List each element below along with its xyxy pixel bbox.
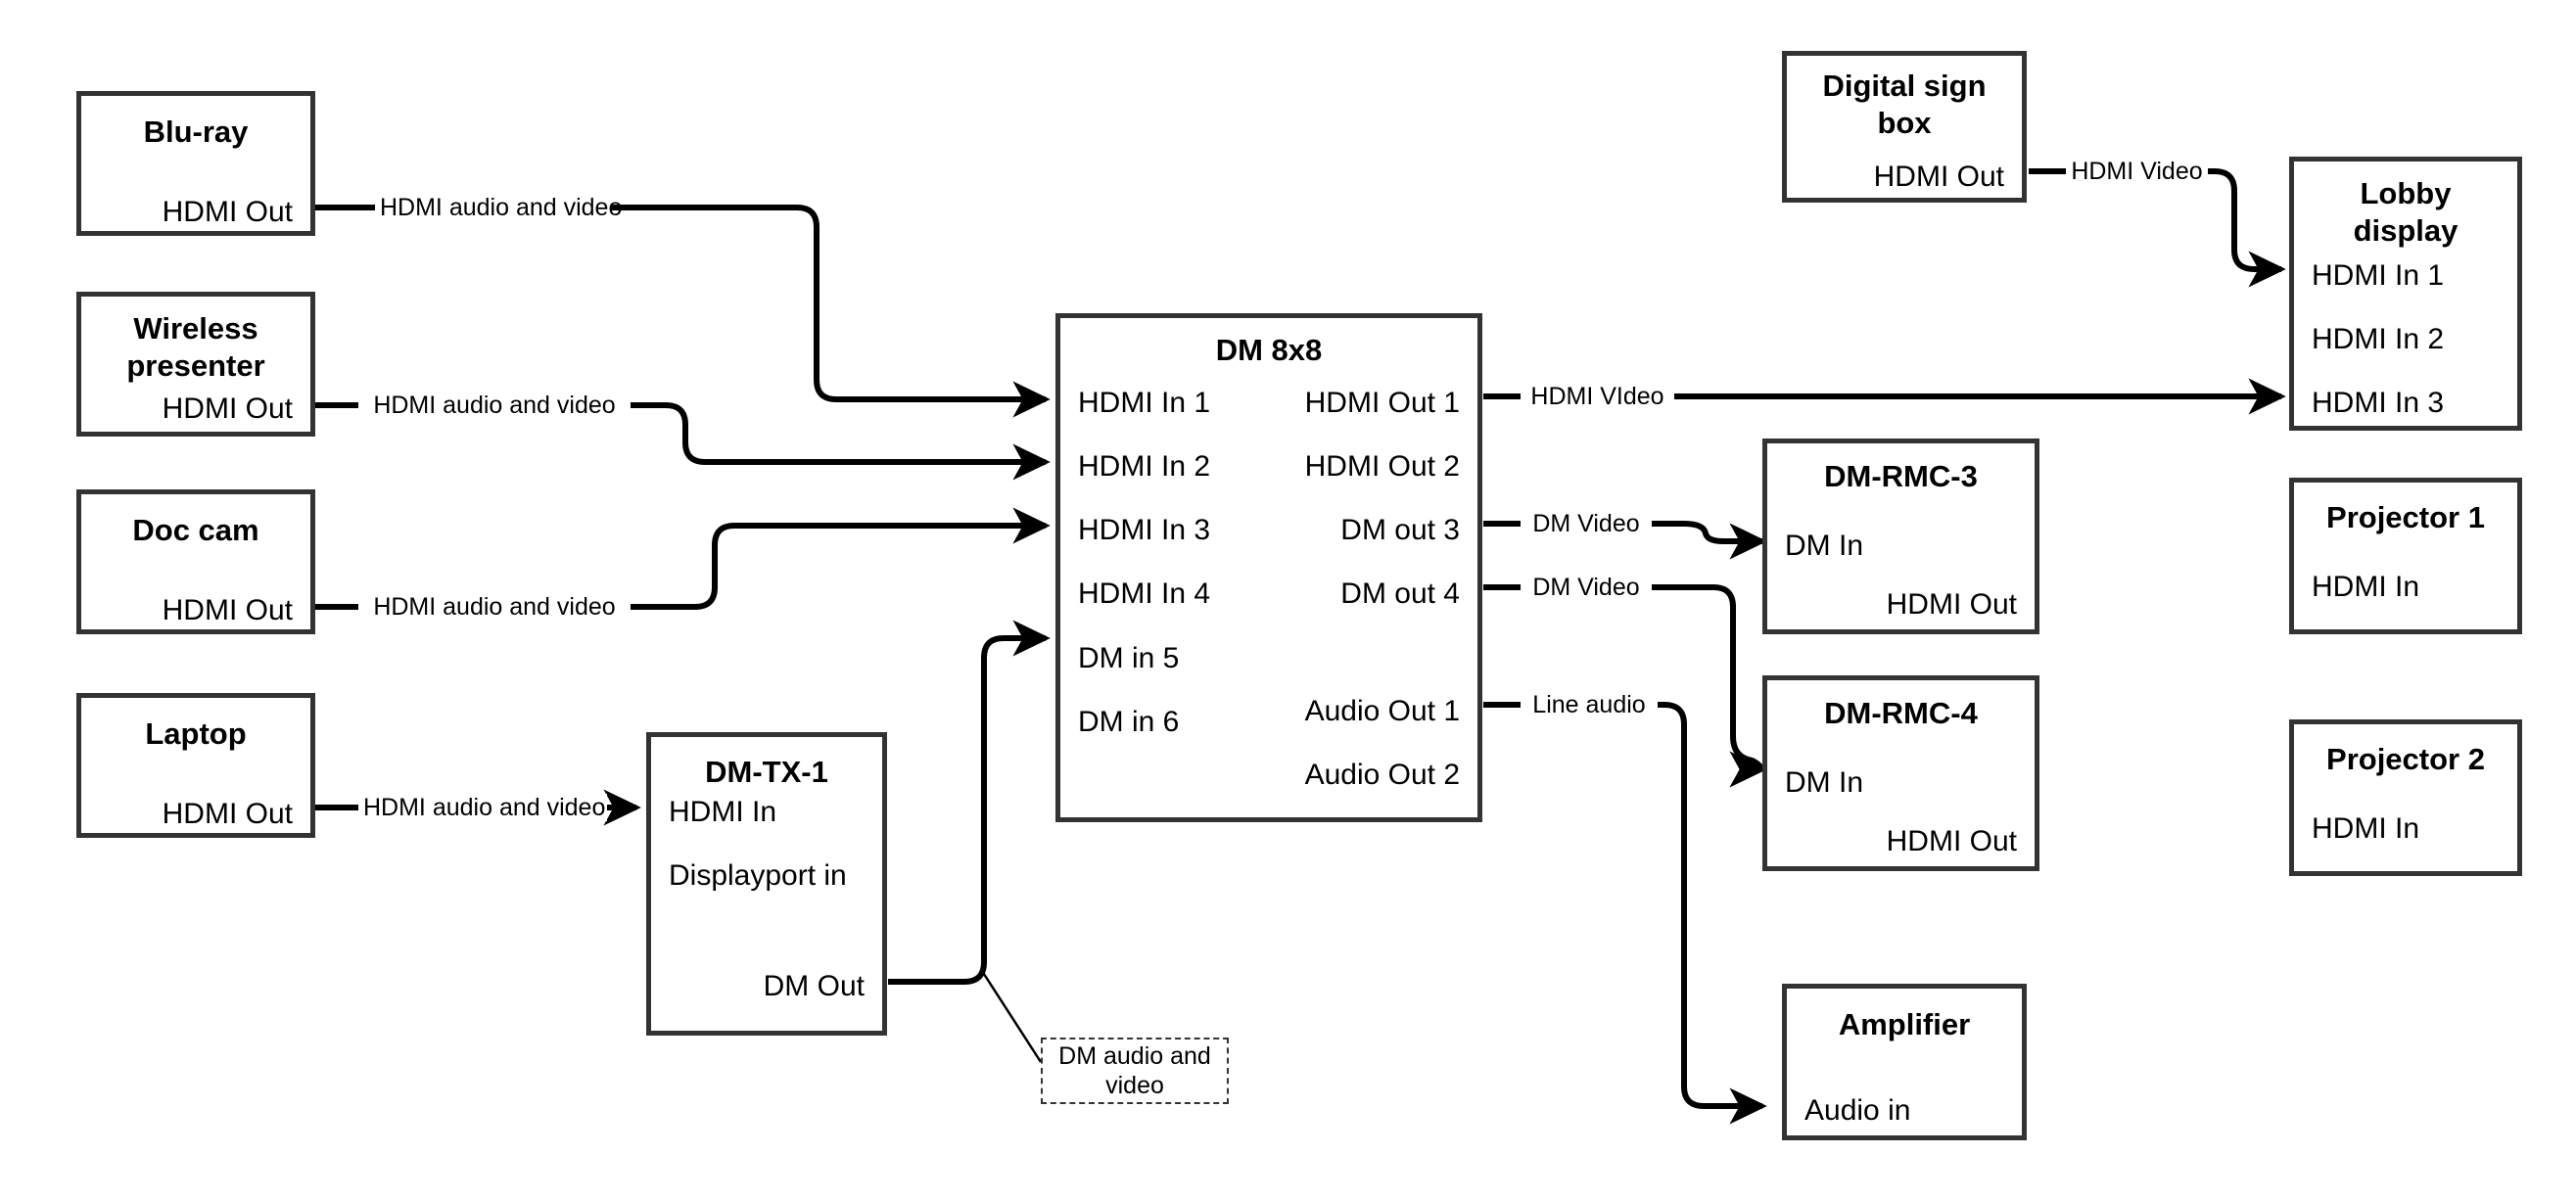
device-amplifier[interactable]: Amplifier Audio in xyxy=(1782,984,2027,1140)
device-laptop-port-hdmi-out[interactable]: HDMI Out xyxy=(162,798,293,830)
device-dm-tx-1-title: DM-TX-1 xyxy=(705,755,828,789)
device-digital-sign-box-title: Digital sign box xyxy=(1822,69,1987,140)
device-dm-tx-1-port-dm-out[interactable]: DM Out xyxy=(763,970,865,1002)
device-amplifier-port-audio-in[interactable]: Audio in xyxy=(1804,1094,1911,1127)
wire-dm-audio-to-amplifier xyxy=(1483,702,1762,1106)
device-projector-1[interactable]: Projector 1 HDMI In xyxy=(2289,478,2522,634)
label-wireless-to-dm: HDMI audio and video xyxy=(358,392,631,419)
device-dm-rmc-4-port-dm-in[interactable]: DM In xyxy=(1785,766,1864,799)
device-dm-tx-1-port-displayport-in[interactable]: Displayport in xyxy=(669,859,847,892)
device-lobby-display-input-hdmi-in-1[interactable]: HDMI In 1 xyxy=(2312,259,2445,292)
wire-bluray-to-dm-in1 xyxy=(315,205,1046,399)
device-lobby-display-input-hdmi-in-2[interactable]: HDMI In 2 xyxy=(2312,323,2445,355)
device-projector-2[interactable]: Projector 2 HDMI In xyxy=(2289,719,2522,876)
device-dm-rmc-3-title: DM-RMC-3 xyxy=(1824,459,1978,493)
device-dm-8x8-input-dm-in-5[interactable]: DM in 5 xyxy=(1078,642,1180,674)
device-dm-8x8-output-hdmi-out-2[interactable]: HDMI Out 2 xyxy=(1304,450,1460,483)
device-wireless-presenter[interactable]: Wireless presenter HDMI Out xyxy=(76,292,315,437)
wire-sign-to-lobby-in1 xyxy=(2029,168,2281,269)
device-dm-rmc-4-title: DM-RMC-4 xyxy=(1824,696,1978,730)
label-doccam-to-dm: HDMI audio and video xyxy=(358,593,631,621)
device-doc-cam-title: Doc cam xyxy=(132,513,259,547)
device-digital-sign-box[interactable]: Digital sign box HDMI Out xyxy=(1782,51,2027,203)
device-bluray-title: Blu-ray xyxy=(143,115,249,149)
device-dm-rmc-4-port-hdmi-out[interactable]: HDMI Out xyxy=(1886,825,2017,857)
device-doc-cam-port-hdmi-out[interactable]: HDMI Out xyxy=(162,594,293,626)
device-projector-1-title: Projector 1 xyxy=(2326,500,2485,534)
device-doc-cam[interactable]: Doc cam HDMI Out xyxy=(76,489,315,634)
device-digital-sign-box-port-hdmi-out[interactable]: HDMI Out xyxy=(1873,161,2004,193)
label-dm-out4-to-rmc4: DM Video xyxy=(1521,574,1652,601)
device-wireless-presenter-port-hdmi-out[interactable]: HDMI Out xyxy=(162,393,293,425)
device-dm-8x8-input-dm-in-6[interactable]: DM in 6 xyxy=(1078,706,1180,738)
label-laptop-to-dmtx1: HDMI audio and video xyxy=(358,794,607,821)
device-bluray-port-hdmi-out[interactable]: HDMI Out xyxy=(162,196,293,228)
device-dm-8x8-input-hdmi-in-4[interactable]: HDMI In 4 xyxy=(1078,577,1211,610)
note-dm-audio-and-video: DM audio and video xyxy=(1041,1038,1229,1104)
device-dm-8x8-output-audio-out-2[interactable]: Audio Out 2 xyxy=(1304,759,1460,791)
label-dm-out3-to-rmc3: DM Video xyxy=(1521,510,1652,537)
device-wireless-presenter-title: Wireless presenter xyxy=(126,311,265,383)
device-bluray[interactable]: Blu-ray HDMI Out xyxy=(76,91,315,236)
wire-note-leader xyxy=(980,970,1043,1063)
device-dm-8x8-input-hdmi-in-1[interactable]: HDMI In 1 xyxy=(1078,387,1211,419)
label-dm-audio-to-amplifier: Line audio xyxy=(1521,691,1658,718)
device-dm-8x8-output-audio-out-1[interactable]: Audio Out 1 xyxy=(1304,695,1460,727)
device-projector-2-port-hdmi-in[interactable]: HDMI In xyxy=(2312,812,2420,845)
device-dm-8x8-input-hdmi-in-3[interactable]: HDMI In 3 xyxy=(1078,514,1211,546)
label-sign-to-lobby: HDMI Video xyxy=(2066,158,2208,185)
device-projector-1-port-hdmi-in[interactable]: HDMI In xyxy=(2312,571,2420,603)
device-lobby-display-title: Lobby display xyxy=(2353,176,2459,248)
device-dm-8x8-output-dm-out-4[interactable]: DM out 4 xyxy=(1340,577,1460,610)
label-dm-out1-to-lobby: HDMI VIdeo xyxy=(1521,383,1674,410)
device-laptop-title: Laptop xyxy=(145,716,247,751)
device-dm-rmc-3-port-hdmi-out[interactable]: HDMI Out xyxy=(1886,588,2017,621)
device-dm-8x8-output-dm-out-3[interactable]: DM out 3 xyxy=(1340,514,1460,546)
device-dm-8x8[interactable]: DM 8x8 HDMI In 1 HDMI In 2 HDMI In 3 HDM… xyxy=(1055,313,1482,822)
device-dm-8x8-input-hdmi-in-2[interactable]: HDMI In 2 xyxy=(1078,450,1211,483)
device-dm-rmc-4[interactable]: DM-RMC-4 DM In HDMI Out xyxy=(1762,675,2039,871)
device-amplifier-title: Amplifier xyxy=(1838,1007,1971,1041)
device-dm-rmc-3[interactable]: DM-RMC-3 DM In HDMI Out xyxy=(1762,439,2039,634)
wire-dm-out4-to-rmc4 xyxy=(1483,584,1762,769)
wire-dmtx1-to-dm-in5 xyxy=(888,620,1051,985)
device-dm-tx-1-port-hdmi-in[interactable]: HDMI In xyxy=(669,796,777,828)
device-dm-rmc-3-port-dm-in[interactable]: DM In xyxy=(1785,530,1864,562)
device-laptop[interactable]: Laptop HDMI Out xyxy=(76,693,315,838)
device-projector-2-title: Projector 2 xyxy=(2326,742,2485,776)
device-dm-8x8-output-hdmi-out-1[interactable]: HDMI Out 1 xyxy=(1304,387,1460,419)
device-lobby-display[interactable]: Lobby display HDMI In 1 HDMI In 2 HDMI I… xyxy=(2289,157,2522,431)
label-bluray-to-dm: HDMI audio and video xyxy=(375,194,622,221)
device-lobby-display-input-hdmi-in-3[interactable]: HDMI In 3 xyxy=(2312,387,2445,419)
device-dm-8x8-title: DM 8x8 xyxy=(1215,333,1323,367)
device-dm-tx-1[interactable]: DM-TX-1 HDMI In Displayport in DM Out xyxy=(646,732,887,1036)
